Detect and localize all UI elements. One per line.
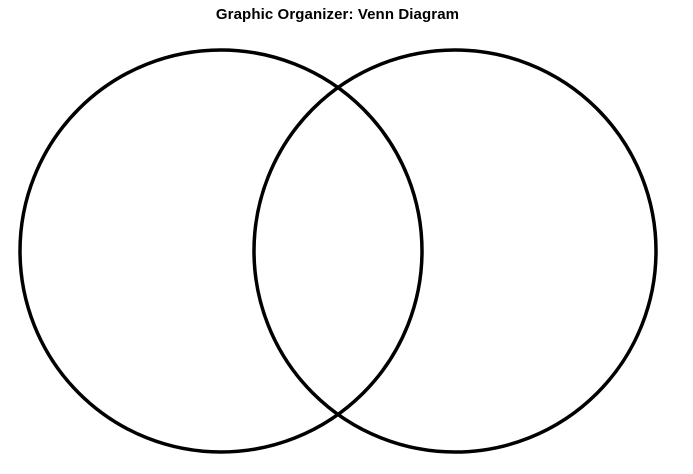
venn-circle-right [252,48,658,454]
venn-circle-left [18,48,424,454]
page-title: Graphic Organizer: Venn Diagram [215,6,460,23]
